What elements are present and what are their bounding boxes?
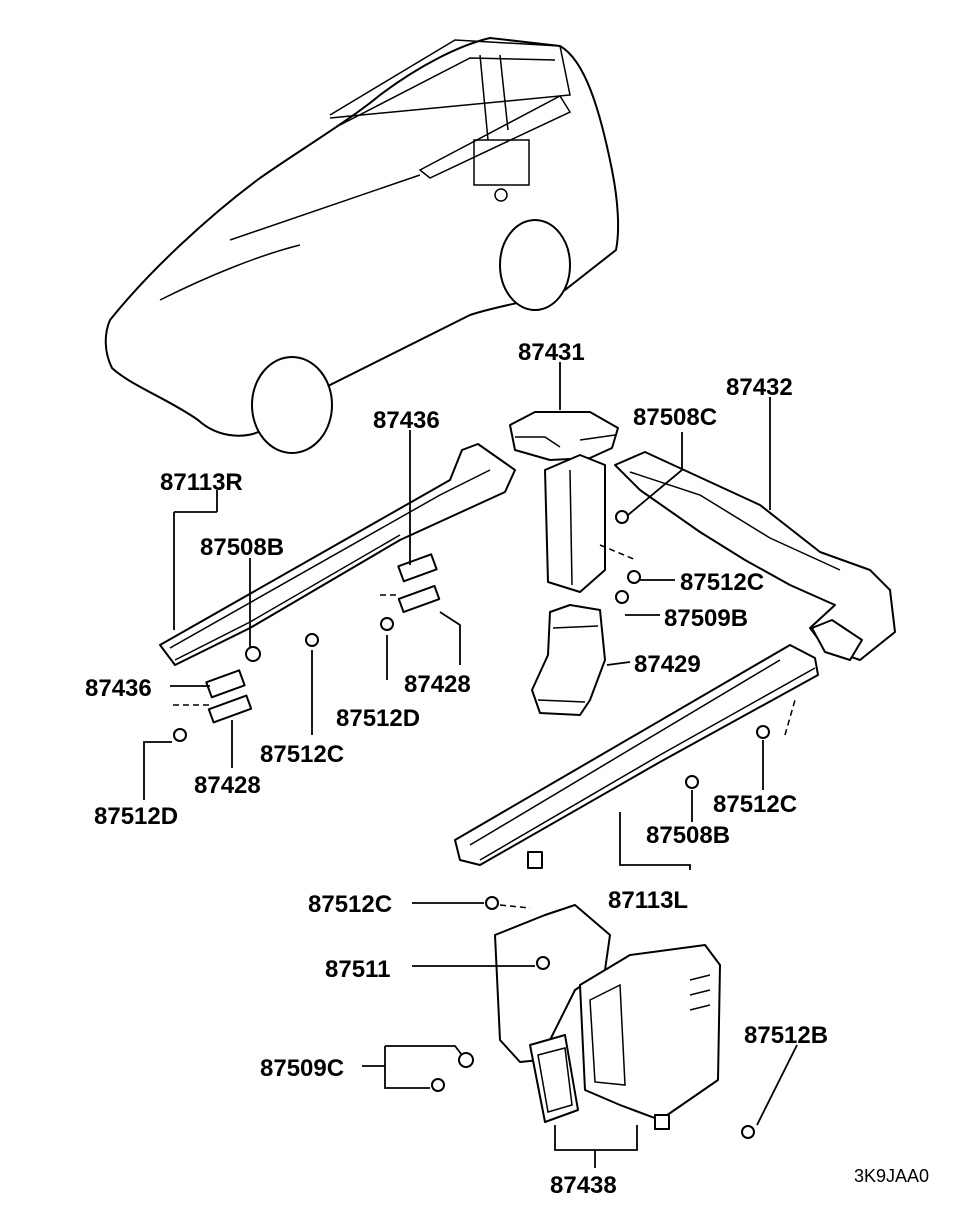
label-87438: 87438 (550, 1172, 617, 1199)
label-87428-mid: 87428 (404, 671, 471, 698)
label-87436-top: 87436 (373, 407, 440, 434)
label-87508C: 87508C (633, 404, 717, 431)
label-87512C-right-top: 87512C (680, 569, 764, 596)
duct-87432 (614, 451, 896, 661)
label-87512B: 87512B (744, 1022, 828, 1049)
leader-lines (143, 362, 798, 1168)
label-87511: 87511 (325, 956, 390, 983)
part-labels: 87431 87432 87436 87508C 87113R 87508B 8… (85, 339, 929, 1199)
label-87512C-left: 87512C (260, 741, 344, 768)
label-87509C: 87509C (260, 1055, 344, 1082)
label-87113L: 87113L (608, 887, 688, 914)
vehicle-outline (104, 37, 620, 454)
label-87429: 87429 (634, 651, 701, 678)
fasteners (173, 510, 770, 1139)
label-87428-left: 87428 (194, 772, 261, 799)
label-87509B: 87509B (664, 605, 748, 632)
label-87508B-left: 87508B (200, 534, 284, 561)
label-87436-left: 87436 (85, 675, 152, 702)
duct-87438 (494, 904, 721, 1123)
label-87508B-right: 87508B (646, 822, 730, 849)
diagram-code: 3K9JAA0 (854, 1166, 929, 1186)
label-87512C-right: 87512C (713, 791, 797, 818)
label-87432: 87432 (726, 374, 793, 401)
duct-87431 (509, 411, 619, 593)
label-87113R: 87113R (160, 469, 243, 496)
label-87512D-left: 87512D (94, 803, 178, 830)
label-87512C-bottom: 87512C (308, 891, 392, 918)
label-87512D-mid: 87512D (336, 705, 420, 732)
label-87431: 87431 (518, 339, 585, 366)
duct-87113L (454, 644, 819, 866)
duct-87429 (531, 604, 606, 716)
